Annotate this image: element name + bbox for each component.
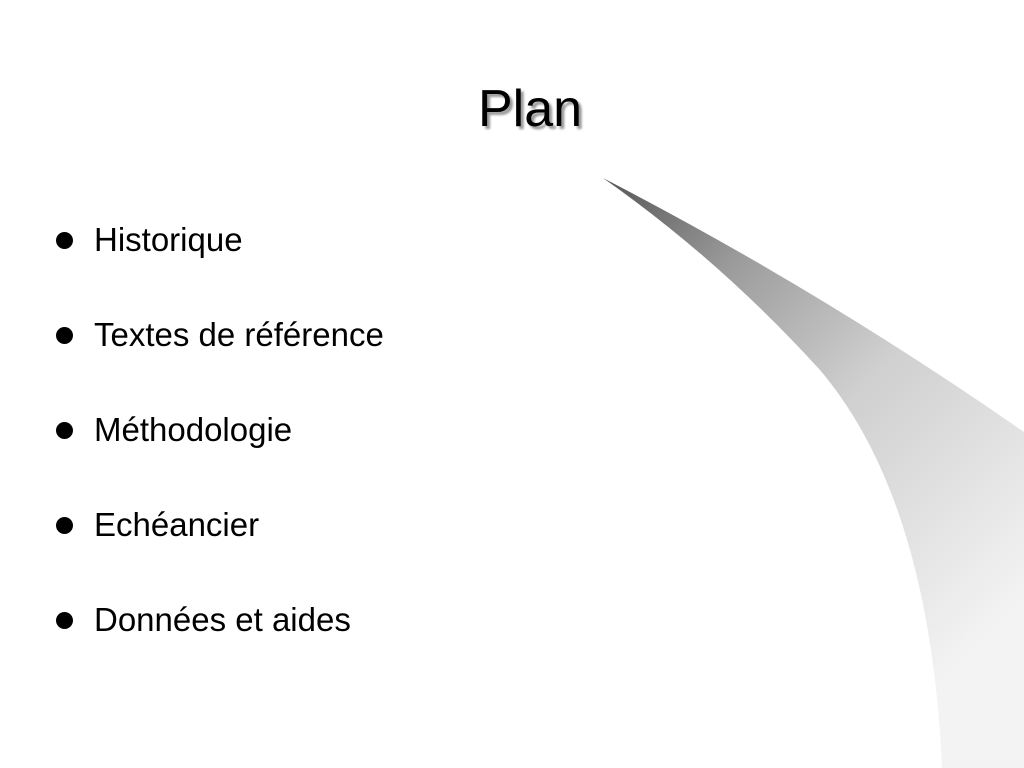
bullet-icon xyxy=(56,326,73,344)
list-item: Méthodologie xyxy=(56,402,384,458)
swoosh-shape xyxy=(603,178,1024,768)
bullet-icon xyxy=(56,421,73,439)
list-item-label: Historique xyxy=(94,221,243,258)
list-item-label: Textes de référence xyxy=(94,316,384,353)
bullet-list: Historique Textes de référence Méthodolo… xyxy=(56,212,384,687)
list-item-label: Méthodologie xyxy=(94,411,293,448)
list-item: Historique xyxy=(56,212,384,268)
bullet-icon xyxy=(56,516,73,534)
bullet-icon xyxy=(56,611,73,629)
list-item: Echéancier xyxy=(56,497,384,553)
list-item-label: Echéancier xyxy=(94,506,260,543)
list-item-label: Données et aides xyxy=(94,601,351,638)
slide-title: Plan xyxy=(477,80,583,138)
list-item: Textes de référence xyxy=(56,307,384,363)
bullet-icon xyxy=(56,231,73,249)
list-item: Données et aides xyxy=(56,592,384,648)
